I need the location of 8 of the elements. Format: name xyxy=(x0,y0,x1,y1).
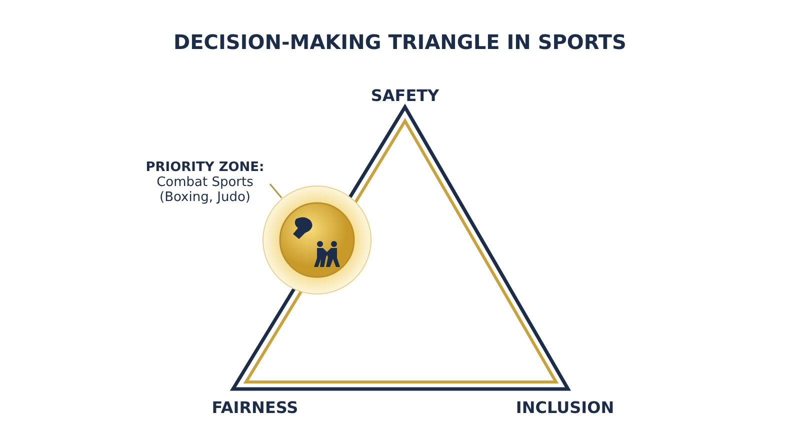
vertex-label: SAFETY xyxy=(370,86,440,105)
leader-line xyxy=(269,184,282,198)
callout-heading: PRIORITY ZONE: xyxy=(144,160,266,175)
vertex-label: INCLUSION xyxy=(514,398,616,417)
diagram-title: DECISION-MAKING TRIANGLE IN SPORTS xyxy=(172,30,628,54)
callout-text: Combat Sports (Boxing, Judo) xyxy=(156,175,254,205)
highlight-circle xyxy=(262,185,372,295)
vertex-label: FAIRNESS xyxy=(210,398,300,417)
